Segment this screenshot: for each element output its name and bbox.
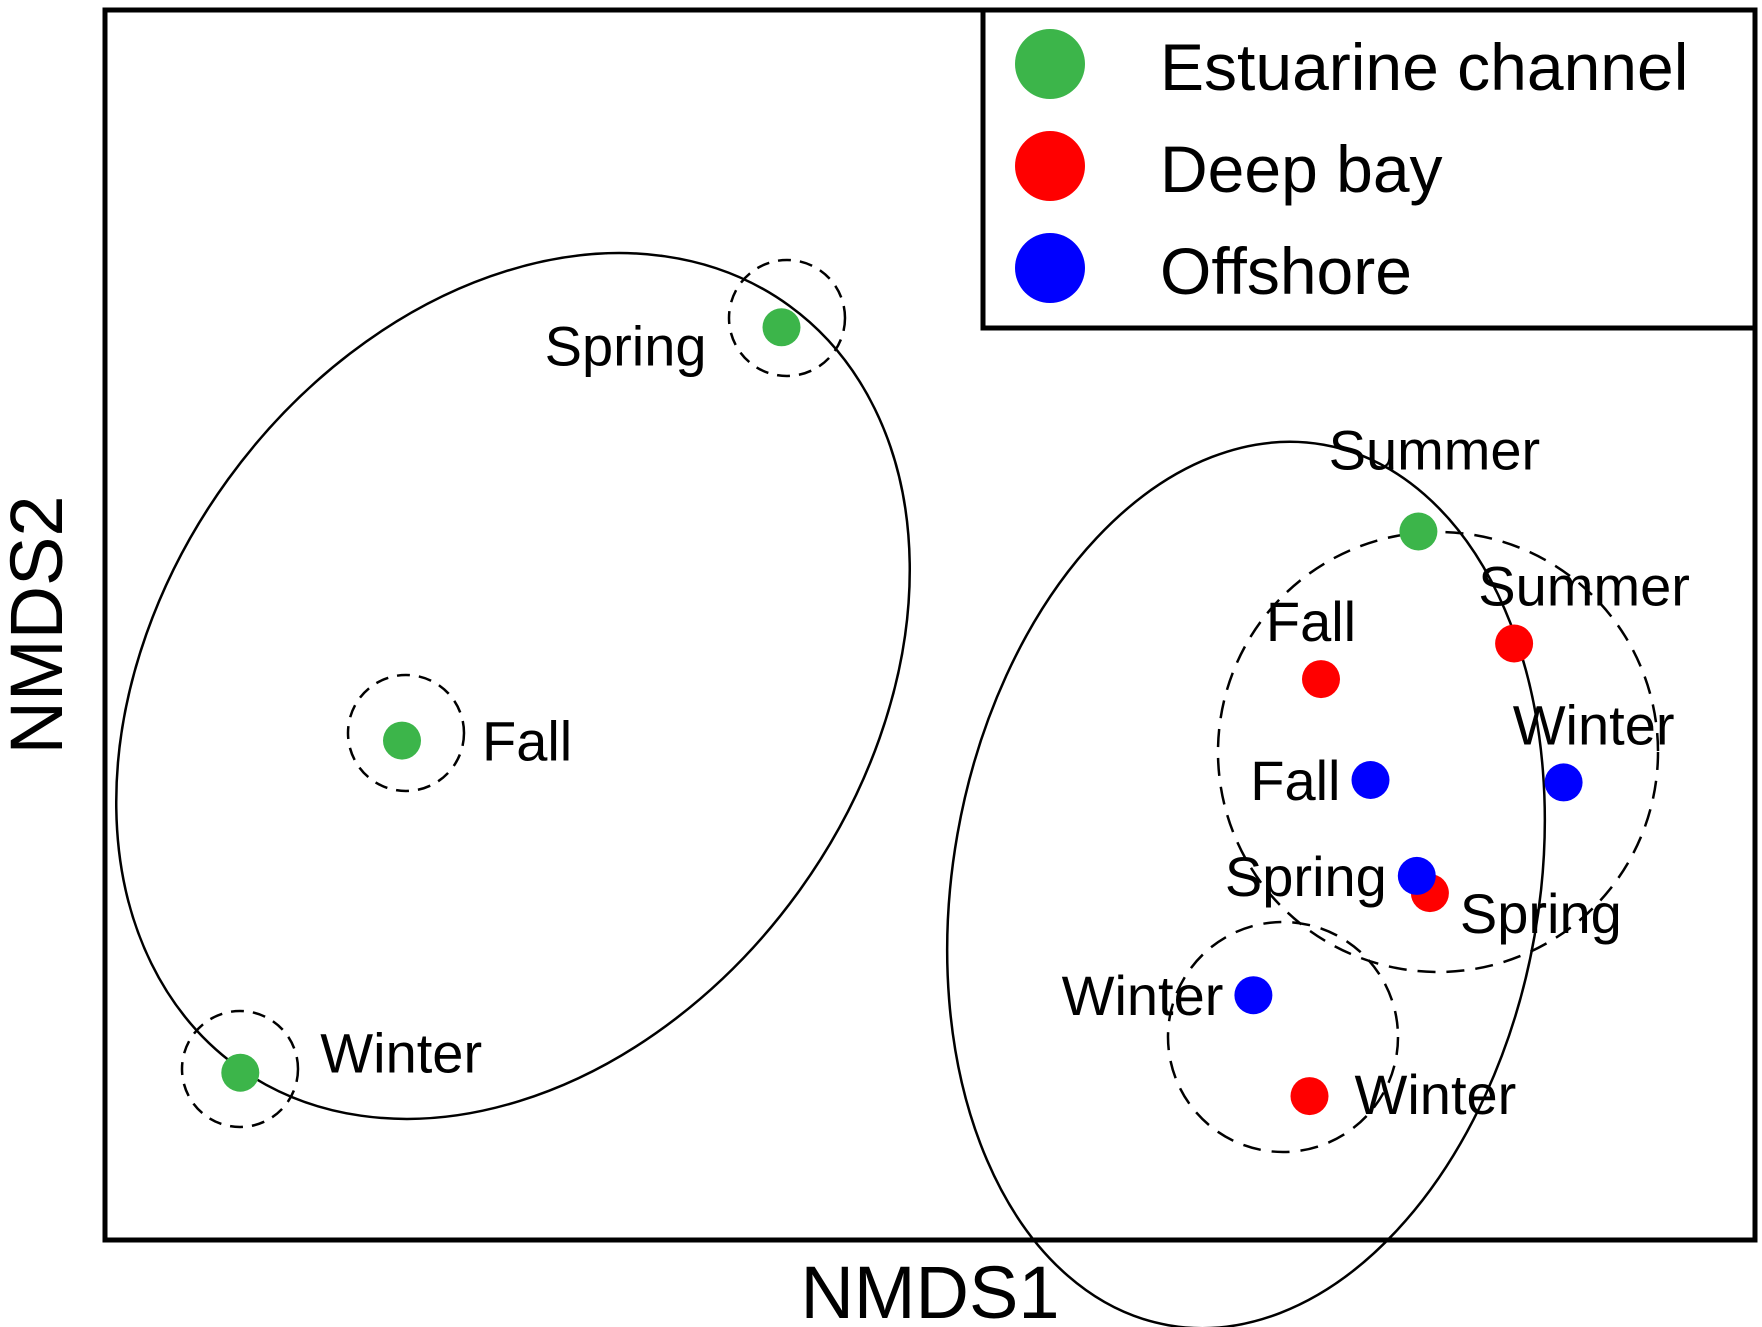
data-points: SpringFallWinterSummerSummerFallSpringWi…	[221, 308, 1690, 1126]
point-label-estuarine-channel-fall-1: Fall	[482, 710, 572, 773]
point-estuarine-channel-fall-1	[383, 721, 421, 760]
winter-nearshore-subcluster-circle	[1166, 920, 1400, 1154]
point-label-estuarine-channel-winter-2: Winter	[320, 1022, 482, 1085]
cluster-ellipses	[114, 251, 1660, 1327]
estuarine-cluster-ellipse	[114, 251, 912, 1121]
point-offshore-winter-3	[1234, 976, 1273, 1015]
point-deep-bay-winter-3	[1290, 1077, 1329, 1116]
point-estuarine-channel-summer-3	[1399, 512, 1438, 551]
nearshore-offshore-cluster-ellipse	[945, 440, 1547, 1327]
legend-label-deep-bay: Deep bay	[1160, 132, 1443, 206]
legend-swatch-offshore	[1015, 233, 1085, 303]
point-estuarine-channel-winter-2	[221, 1053, 260, 1092]
x-axis-label: NMDS1	[800, 1251, 1059, 1327]
point-label-deep-bay-fall-1: Fall	[1266, 590, 1356, 653]
point-label-offshore-winter-3: Winter	[1062, 964, 1224, 1027]
y-axis-label: NMDS2	[0, 495, 78, 754]
legend: Estuarine channel Deep bay Offshore	[980, 7, 1758, 331]
nearshore-subcluster-circle	[1216, 530, 1660, 974]
point-label-estuarine-channel-spring-0: Spring	[545, 314, 707, 377]
fall-subcluster-circle	[346, 673, 466, 793]
point-offshore-spring-2	[1397, 856, 1436, 895]
plot-frame	[102, 7, 1758, 1243]
point-offshore-winter-1	[1544, 763, 1583, 802]
legend-swatch-estuarine-channel	[1015, 29, 1085, 99]
point-label-deep-bay-spring-2: Spring	[1460, 882, 1622, 945]
point-estuarine-channel-spring-0	[762, 308, 801, 347]
legend-label-estuarine-channel: Estuarine channel	[1160, 30, 1688, 104]
point-label-estuarine-channel-summer-3: Summer	[1329, 419, 1541, 482]
legend-swatch-deep-bay	[1015, 131, 1085, 201]
point-label-offshore-fall-0: Fall	[1250, 749, 1340, 812]
legend-box	[980, 7, 1758, 331]
point-offshore-fall-0	[1351, 761, 1390, 799]
point-label-offshore-spring-2: Spring	[1225, 845, 1387, 908]
spring-subcluster-circle	[727, 258, 847, 378]
legend-label-offshore: Offshore	[1160, 234, 1412, 308]
point-deep-bay-summer-0	[1495, 624, 1534, 663]
winter-subcluster-circle	[180, 1009, 300, 1129]
point-deep-bay-fall-1	[1302, 660, 1340, 699]
point-label-deep-bay-summer-0: Summer	[1478, 555, 1690, 618]
point-label-offshore-winter-1: Winter	[1513, 693, 1675, 756]
point-label-deep-bay-winter-3: Winter	[1355, 1063, 1517, 1126]
